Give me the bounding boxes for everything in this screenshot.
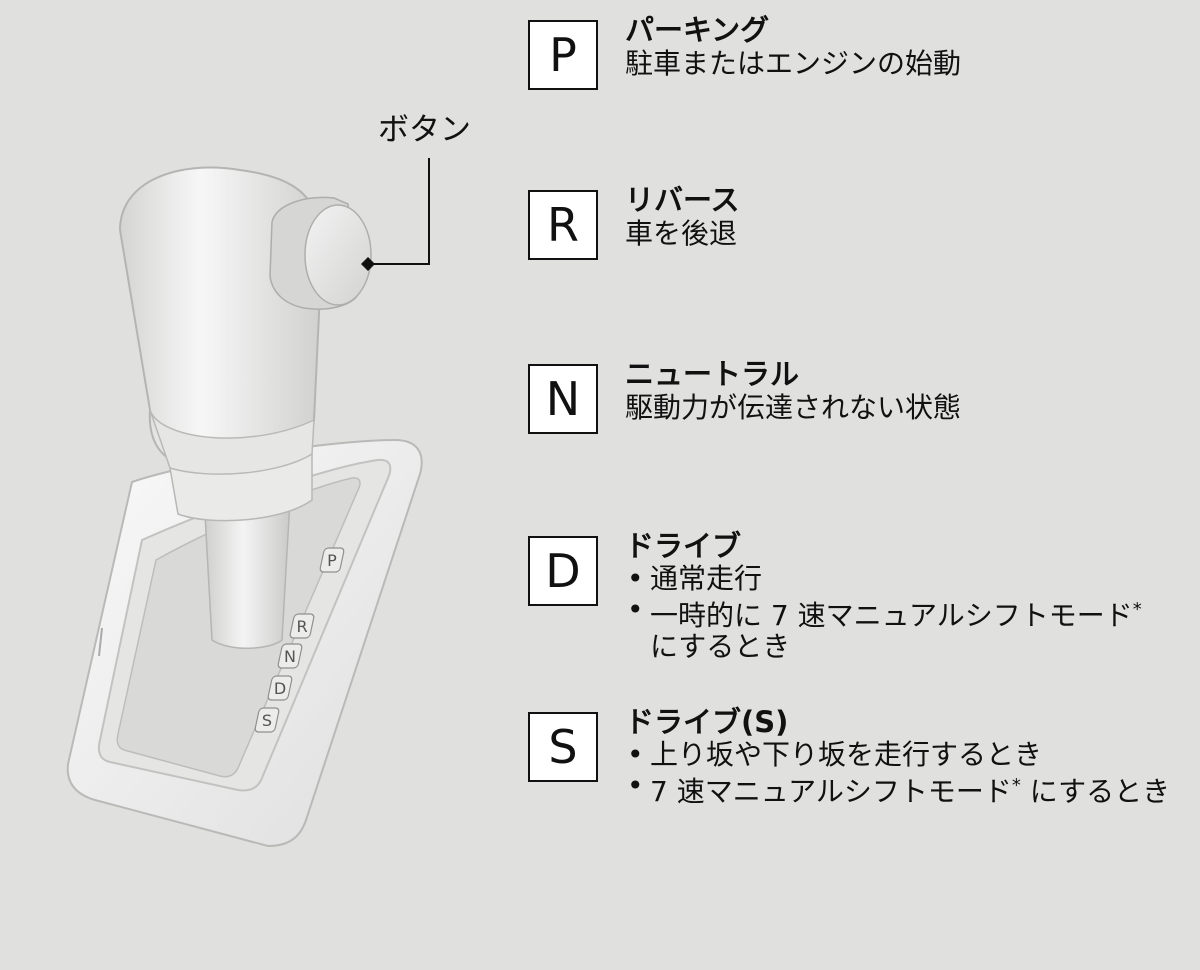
bullet-text: 7 速マニュアルシフトモード: [650, 775, 1012, 808]
bullet-text: 通常走行: [650, 562, 763, 595]
gate-letter-s: S: [254, 707, 280, 733]
position-text: ドライブ 通常走行 一時的に 7 速マニュアルシフトモード* にするとき: [625, 529, 1200, 662]
bullet-item: 上り坂や下り坂を走行するとき: [625, 739, 1200, 770]
position-text: ニュートラル 駆動力が伝達されない状態: [625, 357, 1200, 424]
footnote-asterisk: *: [1011, 775, 1021, 796]
gate-letter-d: D: [267, 675, 293, 701]
svg-text:P: P: [327, 551, 337, 570]
svg-text:R: R: [296, 617, 307, 636]
position-title: ドライブ: [625, 529, 742, 563]
position-letter-box: D: [528, 536, 598, 606]
position-letter-box: S: [528, 712, 598, 782]
position-title: ドライブ(S): [625, 705, 789, 739]
position-text: パーキング 駐車またはエンジンの始動: [625, 13, 1200, 80]
bullet-text-continued: にするとき: [1020, 775, 1171, 808]
gate-letter-p: P: [319, 547, 345, 573]
button-callout-leader: [361, 158, 430, 271]
button-callout-label: ボタン: [378, 112, 471, 148]
position-title: パーキング: [625, 13, 770, 47]
gate-letter-r: R: [289, 613, 315, 639]
gate-marker-line: [98, 627, 103, 657]
bullet-item: 通常走行: [625, 563, 1200, 594]
position-bullets: 上り坂や下り坂を走行するとき 7 速マニュアルシフトモード* にするとき: [625, 739, 1200, 807]
svg-text:D: D: [274, 679, 286, 698]
bullet-item: 一時的に 7 速マニュアルシフトモード* にするとき: [625, 594, 1200, 662]
shift-lever-shaft: [204, 499, 291, 649]
position-text: ドライブ(S) 上り坂や下り坂を走行するとき 7 速マニュアルシフトモード* に…: [625, 705, 1200, 807]
svg-text:N: N: [284, 647, 296, 666]
bullet-text: 上り坂や下り坂を走行するとき: [650, 738, 1043, 771]
bullet-item: 7 速マニュアルシフトモード* にするとき: [625, 770, 1200, 807]
bullet-text: 一時的に 7 速マニュアルシフトモード: [650, 599, 1133, 632]
position-text: リバース 車を後退: [625, 183, 1200, 250]
position-description: 駆動力が伝達されない状態: [625, 391, 962, 424]
position-description: 車を後退: [625, 217, 738, 250]
position-bullets: 通常走行 一時的に 7 速マニュアルシフトモード* にするとき: [625, 563, 1200, 662]
svg-text:S: S: [262, 711, 272, 730]
position-title: リバース: [625, 183, 740, 217]
gate-letter-n: N: [277, 643, 303, 669]
bullet-text-continued: にするとき: [650, 630, 791, 663]
position-letter-box: P: [528, 20, 598, 90]
position-title: ニュートラル: [625, 357, 800, 391]
release-button: [269, 196, 372, 310]
position-letter-box: R: [528, 190, 598, 260]
position-letter-box: N: [528, 364, 598, 434]
position-description: 駐車またはエンジンの始動: [625, 47, 962, 80]
footnote-asterisk: *: [1132, 599, 1142, 620]
